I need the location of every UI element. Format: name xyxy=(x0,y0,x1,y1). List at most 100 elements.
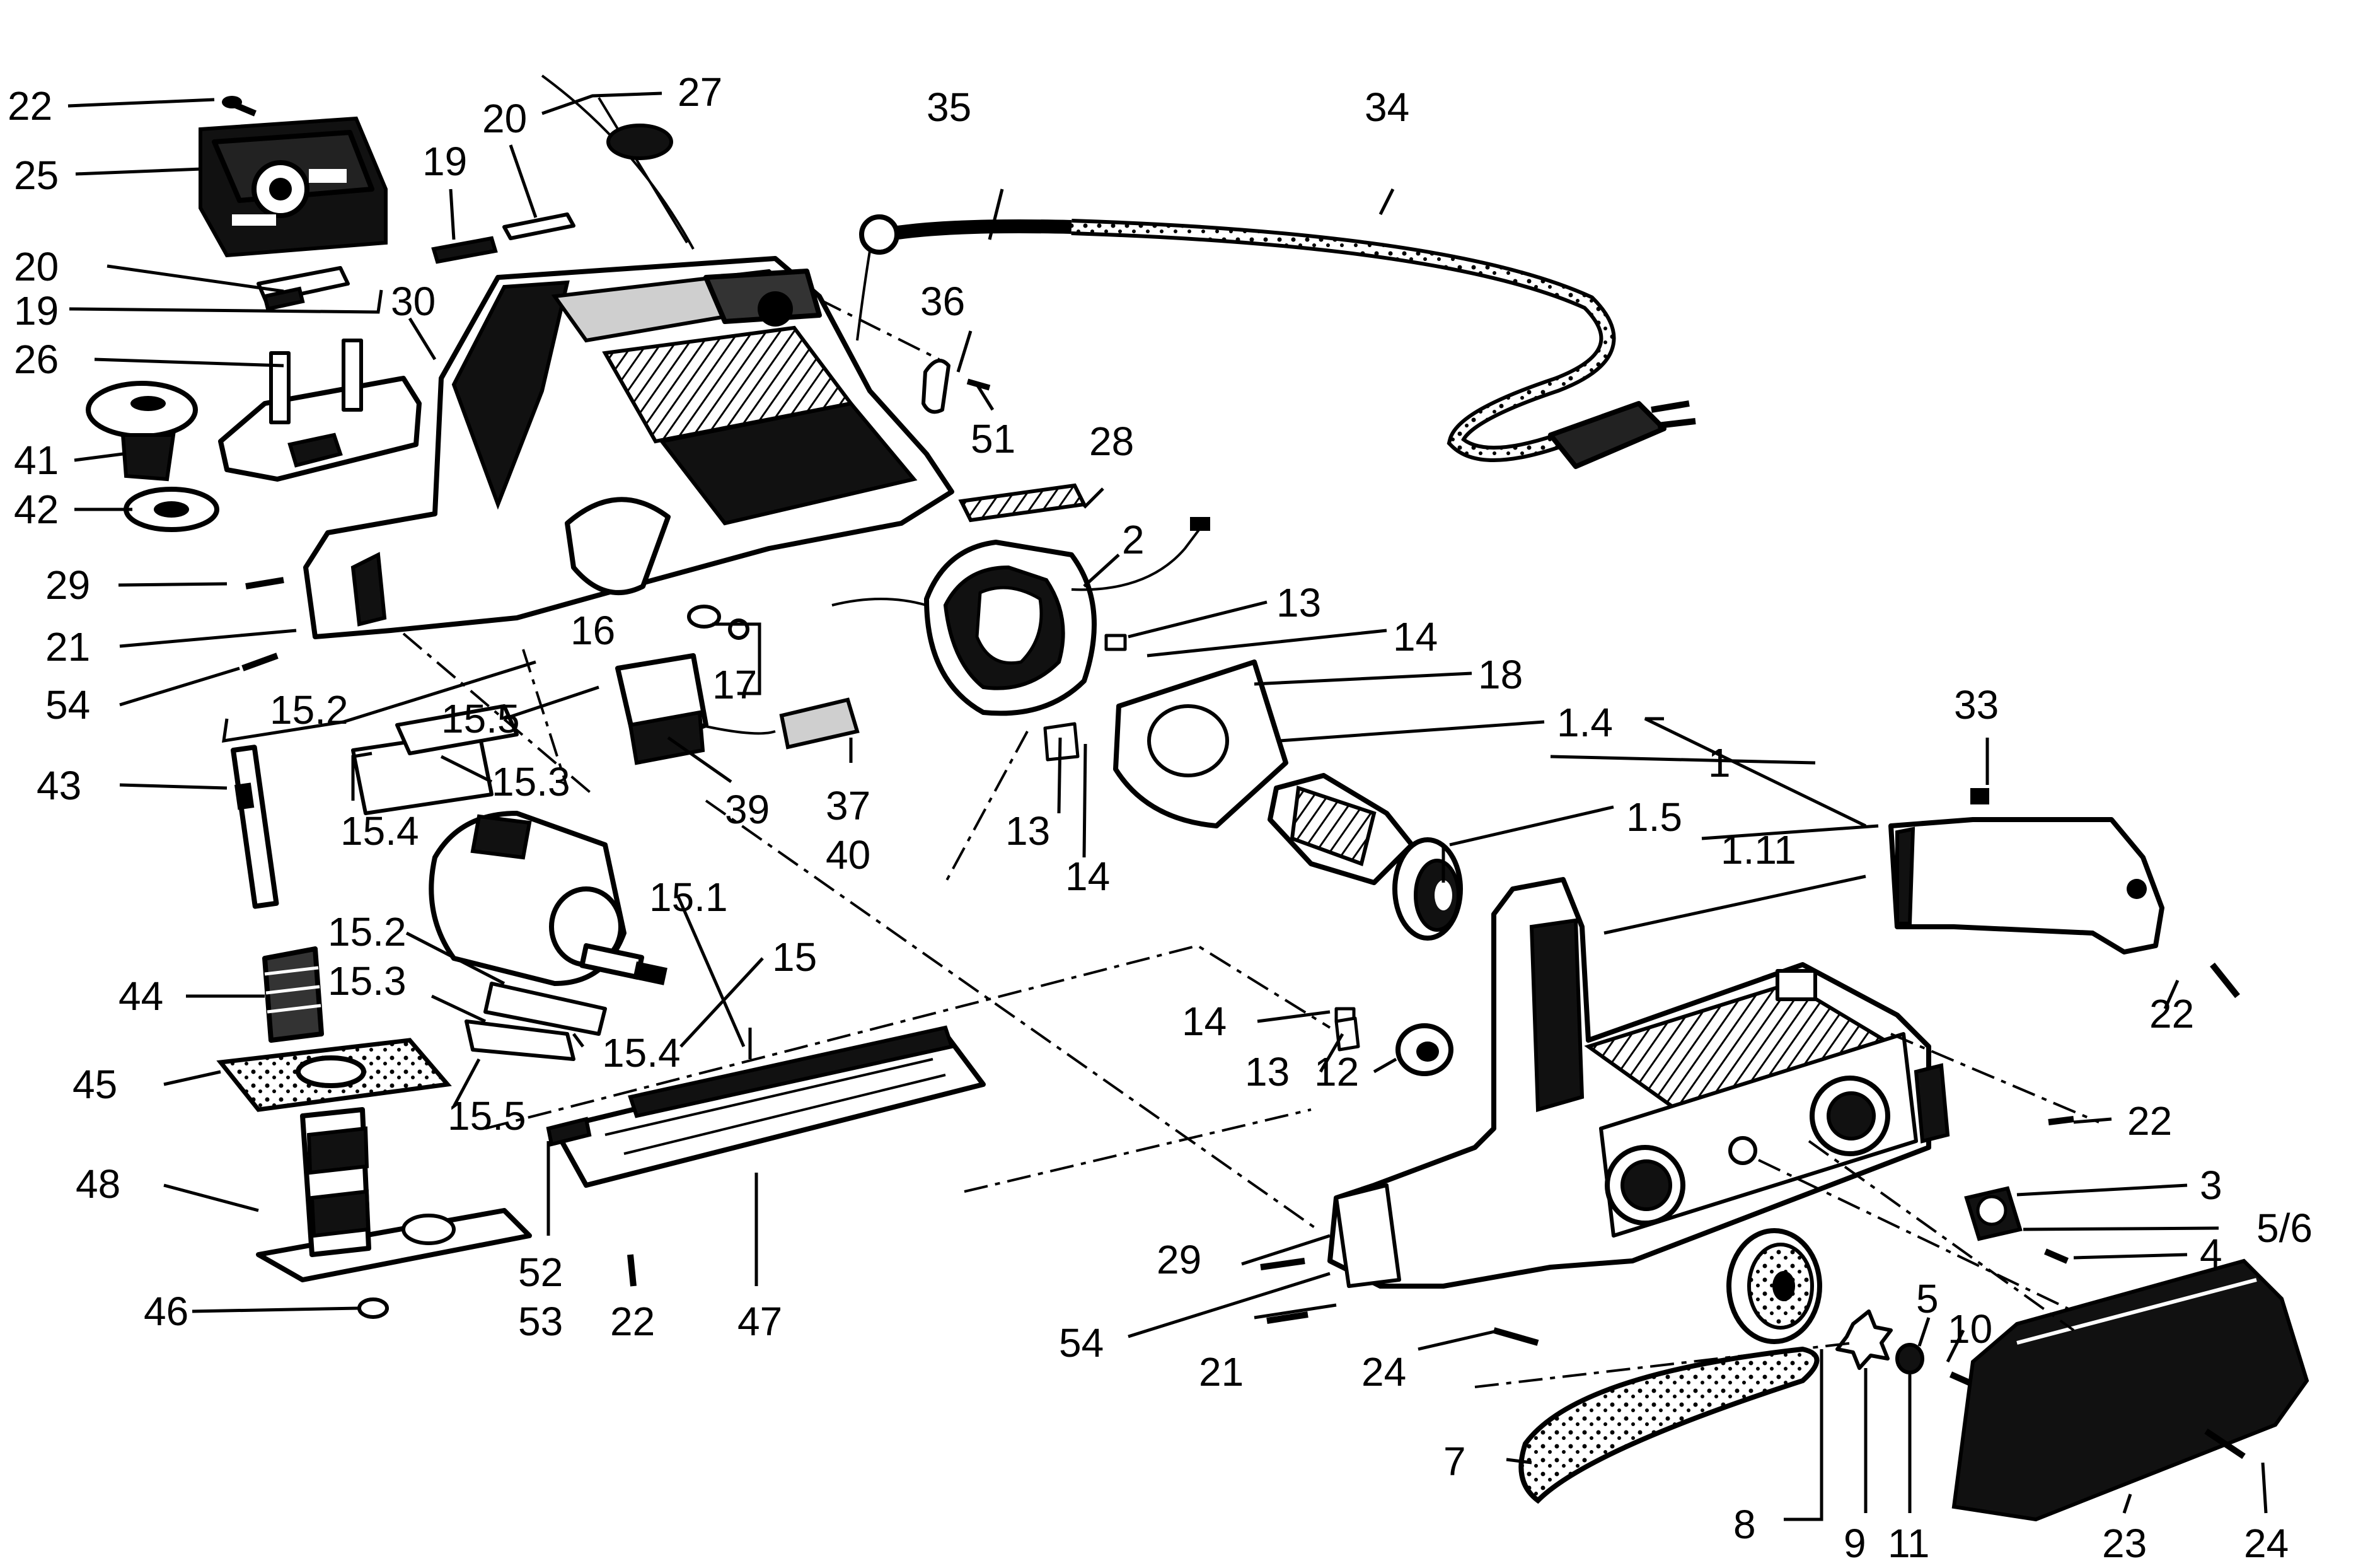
callout-5: 5 xyxy=(1916,1276,1939,1321)
part-25-top-cover xyxy=(199,116,388,258)
callout-9: 9 xyxy=(1844,1521,1866,1561)
part-12-bearing xyxy=(1334,1007,1453,1076)
callout-1-4: 1.4 xyxy=(1557,700,1613,745)
part-45-plate xyxy=(216,1038,452,1112)
callout-15-3-lower: 15.3 xyxy=(328,958,407,1004)
part-18-baffle-plate xyxy=(1113,659,1288,828)
part-23-belt-cover xyxy=(1951,1258,2309,1522)
callout-8: 8 xyxy=(1733,1502,1756,1547)
callout-1-5: 1.5 xyxy=(1626,794,1682,840)
callout-27: 27 xyxy=(678,69,722,115)
callout-14-stator: 14 xyxy=(1065,854,1110,899)
callout-4: 4 xyxy=(2200,1231,2222,1276)
callout-22-handle: 22 xyxy=(2149,991,2194,1036)
callout-15-5-lower: 15.5 xyxy=(448,1093,526,1139)
part-44-spring xyxy=(262,946,324,1043)
callout-28: 28 xyxy=(1089,419,1134,464)
callout-48: 48 xyxy=(76,1161,120,1207)
callout-41: 41 xyxy=(14,438,59,483)
callout-15-4: 15.4 xyxy=(340,808,419,854)
callout-19: 19 xyxy=(422,139,467,184)
callout-54-lower: 54 xyxy=(1059,1320,1104,1366)
callout-26: 26 xyxy=(14,337,59,382)
callout-7: 7 xyxy=(1443,1439,1466,1484)
part-41-knob xyxy=(86,381,198,482)
part-16-17-brushes xyxy=(687,605,749,640)
part-handle-cover xyxy=(1888,817,2240,999)
callout-11: 11 xyxy=(1888,1521,1929,1561)
callout-16: 16 xyxy=(570,608,615,653)
callout-13-bearing: 13 xyxy=(1245,1049,1290,1094)
callout-23: 23 xyxy=(2102,1521,2147,1561)
part-22-screw xyxy=(222,96,257,117)
part-8-pulley xyxy=(1726,1228,1822,1344)
callout-14: 14 xyxy=(1393,614,1438,659)
part-drawings xyxy=(86,74,2309,1522)
callout-46: 46 xyxy=(144,1289,188,1334)
part-7-drive-belt xyxy=(1518,1346,1820,1504)
part-21-main-housing xyxy=(303,256,954,639)
callout-20-lower: 20 xyxy=(14,244,59,289)
callout-21-lower: 21 xyxy=(1199,1349,1244,1395)
callout-43: 43 xyxy=(37,763,81,808)
part-28-brush-plate xyxy=(958,483,1087,523)
part-48-base xyxy=(256,1107,532,1282)
callout-15-5: 15.5 xyxy=(441,696,520,741)
callout-13: 13 xyxy=(1276,580,1321,625)
callout-51: 51 xyxy=(971,416,1015,461)
callout-21: 21 xyxy=(45,624,90,670)
callout-10: 10 xyxy=(1948,1306,1992,1352)
callout-24: 24 xyxy=(1361,1349,1406,1395)
callout-44: 44 xyxy=(118,973,163,1019)
callout-40: 40 xyxy=(826,832,870,878)
part-52-53-strip xyxy=(546,1117,592,1147)
callout-2: 2 xyxy=(1122,517,1145,562)
callout-22-housing: 22 xyxy=(2127,1098,2172,1144)
callout-5-6: 5/6 xyxy=(2256,1205,2313,1251)
part-11-nut xyxy=(1895,1343,1924,1374)
callout-22: 22 xyxy=(8,83,52,129)
part-26-bracket xyxy=(218,339,422,482)
part-42-washer xyxy=(124,487,219,532)
callout-3: 3 xyxy=(2200,1163,2222,1208)
part-1-armature xyxy=(1268,773,1463,941)
part-37-39-capacitor xyxy=(615,653,860,765)
part-29-54-screws-left xyxy=(241,577,284,671)
part-15-cutter-drum xyxy=(429,811,667,986)
callout-53: 53 xyxy=(518,1299,563,1344)
callout-45: 45 xyxy=(72,1062,117,1107)
part-33-nut xyxy=(1970,788,1989,804)
part-43-spindle xyxy=(231,745,279,909)
callout-36: 36 xyxy=(920,279,965,324)
callout-29: 29 xyxy=(45,562,90,608)
callout-15-3: 15.3 xyxy=(492,759,570,804)
callout-19-lower: 19 xyxy=(14,288,59,334)
part-46-nut xyxy=(357,1297,389,1319)
callout-14-bearing: 14 xyxy=(1182,999,1227,1044)
part-2-stator xyxy=(831,517,1210,716)
callout-15-2-lower: 15.2 xyxy=(328,909,407,955)
assembly-lines xyxy=(402,298,2100,1388)
callout-1-11: 1.11 xyxy=(1721,827,1796,873)
callout-39: 39 xyxy=(725,787,770,832)
callout-18: 18 xyxy=(1478,652,1523,697)
part-9-star-washer xyxy=(1835,1309,1893,1370)
callout-15-1: 15.1 xyxy=(649,874,728,920)
part-47-sole-plate xyxy=(552,1025,986,1287)
callout-34: 34 xyxy=(1365,84,1409,130)
part-19-20-pins xyxy=(257,212,575,311)
callout-15-4-lower: 15.4 xyxy=(602,1030,681,1076)
callout-37: 37 xyxy=(826,783,870,828)
callout-17: 17 xyxy=(712,662,757,707)
callout-13-stator: 13 xyxy=(1005,808,1050,854)
callout-25: 25 xyxy=(14,153,59,198)
part-15-blades xyxy=(351,704,607,1061)
callout-35: 35 xyxy=(927,84,971,130)
part-3-4-knob xyxy=(1964,1186,2069,1264)
callout-42: 42 xyxy=(14,487,59,532)
callout-29-lower: 29 xyxy=(1157,1237,1201,1282)
callout-54: 54 xyxy=(45,682,90,728)
callout-15-2: 15.2 xyxy=(270,687,349,733)
callout-24-cover: 24 xyxy=(2244,1521,2289,1561)
